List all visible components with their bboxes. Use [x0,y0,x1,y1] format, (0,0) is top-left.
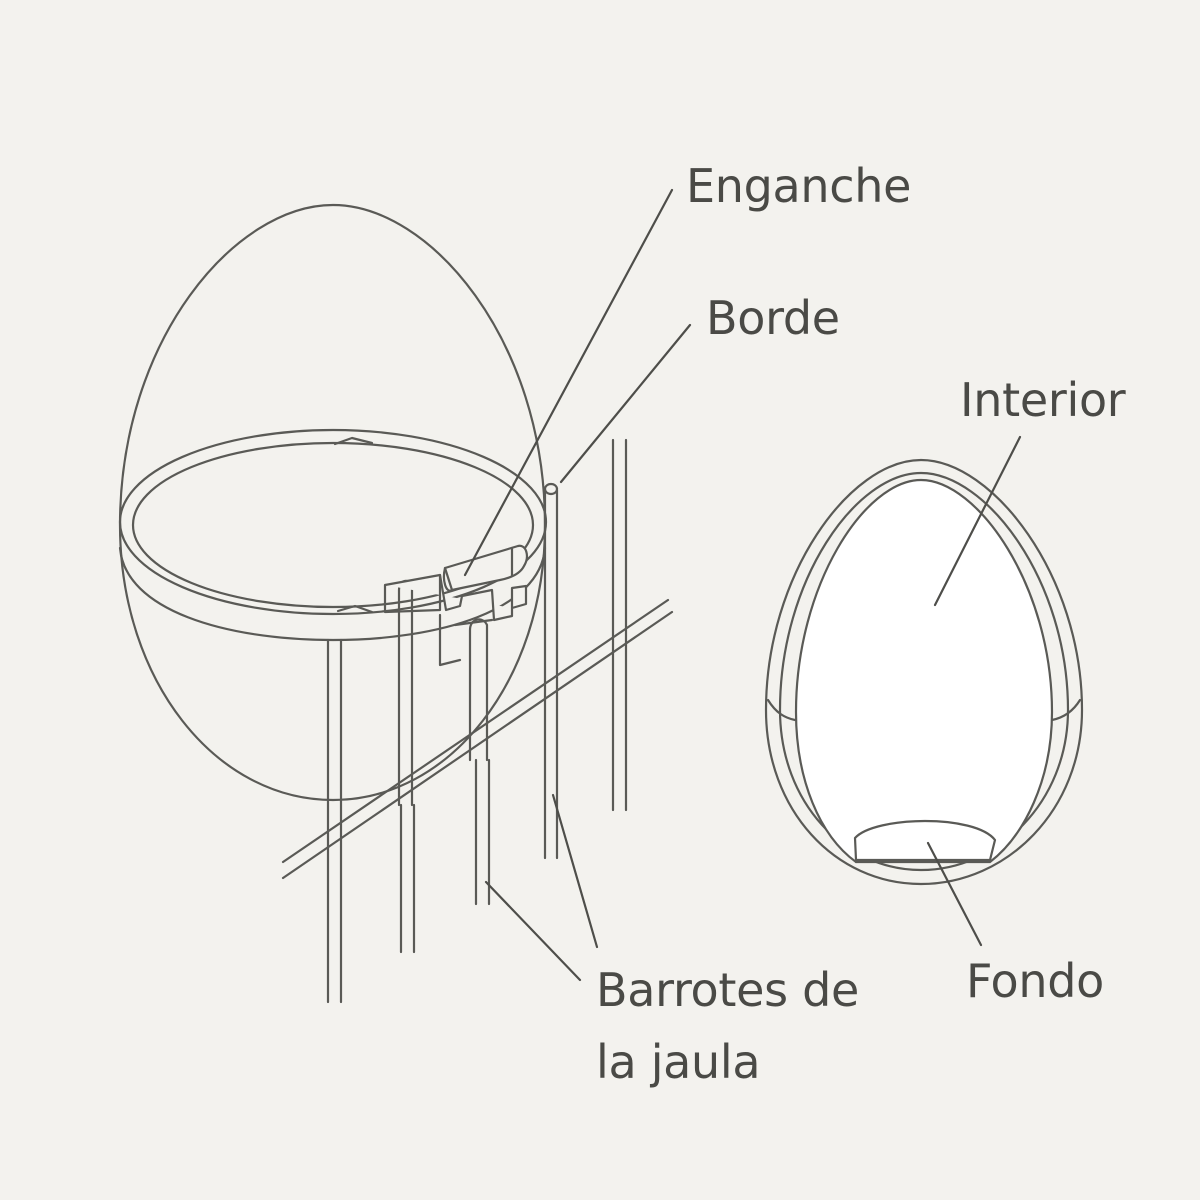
leader-barrotes-1 [484,880,582,982]
label-interior: Interior [960,373,1126,427]
leader-fondo [926,841,983,947]
leader-enganche [463,188,674,577]
section-bottom [853,820,997,864]
label-borde: Borde [706,291,840,345]
feeder-rim [118,428,548,642]
section-interior [794,478,1054,864]
cage-bars [326,438,628,1004]
leader-interior [933,435,1022,607]
feeder-shell [118,203,547,802]
label-barrotes-line2: la jaula [596,1035,761,1089]
feeder-hook [383,544,528,807]
label-barrotes-line1: Barrotes de [596,963,860,1017]
leader-borde [559,323,692,484]
label-fondo: Fondo [966,954,1104,1008]
leader-barrotes-2 [551,793,599,949]
cage-rail [281,598,674,880]
label-enganche: Enganche [686,159,912,213]
section-view [764,458,1084,886]
